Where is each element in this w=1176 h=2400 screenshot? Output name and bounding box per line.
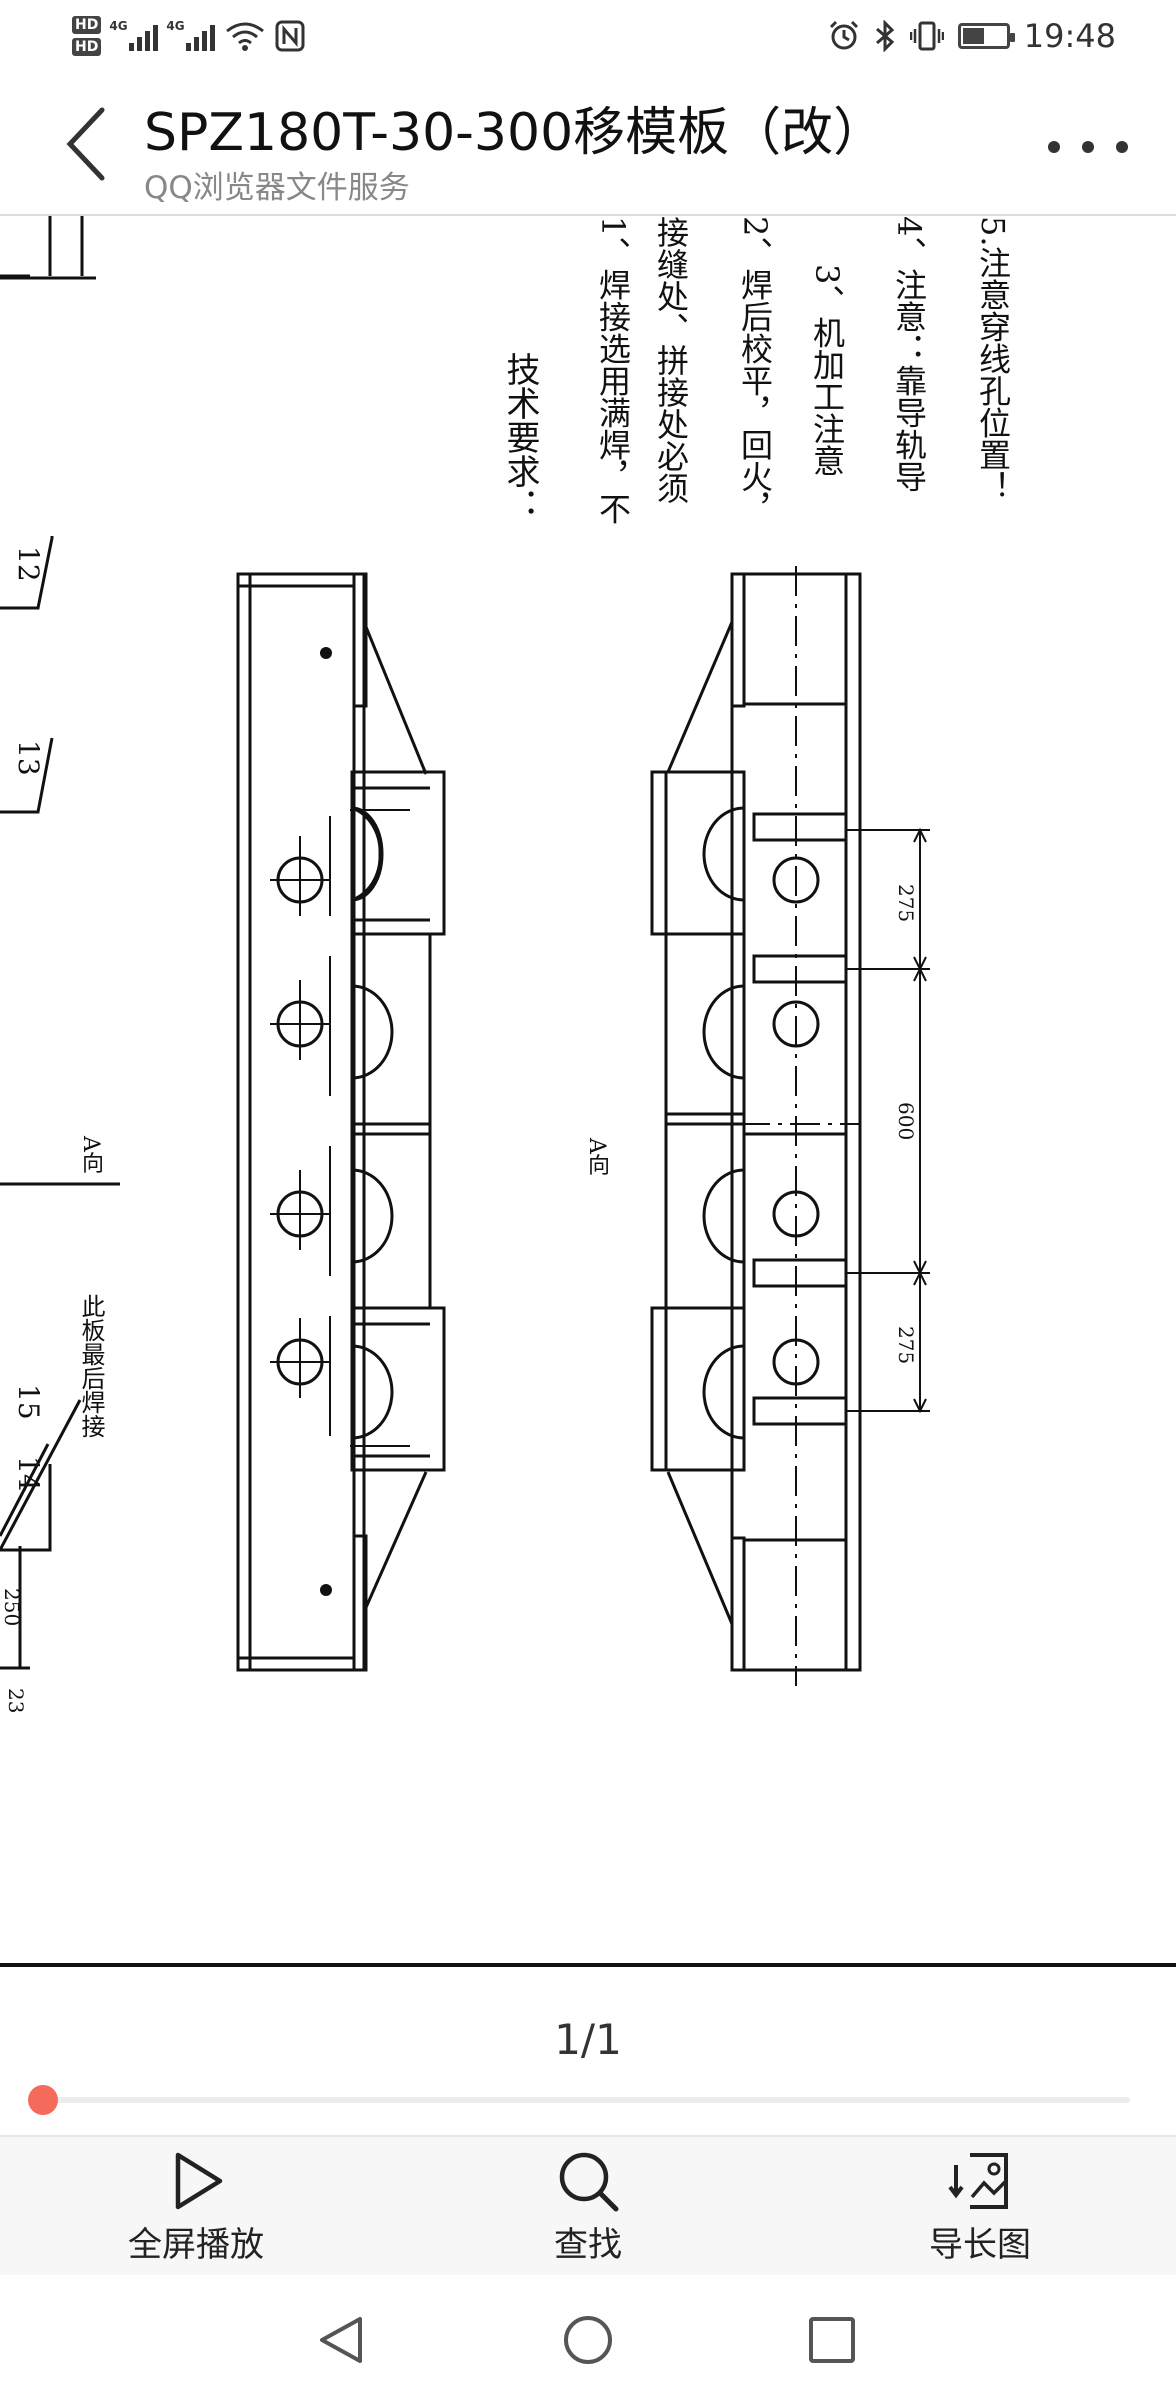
page-title: SPZ180T-30-300移模板（改） bbox=[144, 103, 886, 163]
document-viewer[interactable]: 技术要求： 1、焊接选用满焊，不 接缝处、拼接处必须 2、焊后校平，回火， 3、… bbox=[0, 216, 1176, 1966]
rivet-mark bbox=[320, 1584, 332, 1596]
alarm-icon bbox=[829, 20, 858, 50]
tech-line-2: 接缝处、拼接处必须 bbox=[652, 216, 690, 504]
vibrate-icon bbox=[909, 21, 944, 51]
more-dot-icon bbox=[1082, 141, 1094, 153]
battery-icon bbox=[957, 23, 1015, 49]
back-button[interactable] bbox=[56, 102, 120, 186]
status-bar: HD HD 4G 4G bbox=[0, 0, 1176, 72]
dim-600: 600 bbox=[894, 1102, 918, 1141]
status-left: HD HD 4G 4G bbox=[72, 16, 305, 56]
battery-fill bbox=[962, 28, 984, 44]
tech-line-1: 1、焊接选用满焊，不 bbox=[594, 216, 632, 525]
hd2-badge: HD bbox=[72, 38, 102, 56]
page-subtitle: QQ浏览器文件服务 bbox=[144, 170, 410, 206]
search-label: 查找 bbox=[554, 2225, 622, 2265]
export-long-image-label: 导长图 bbox=[929, 2225, 1031, 2265]
square-recents-icon bbox=[809, 2317, 855, 2363]
fullscreen-play-label: 全屏播放 bbox=[128, 2225, 264, 2265]
status-time: 19:48 bbox=[1023, 17, 1116, 55]
tech-line-5: 4、注意：靠导轨导 bbox=[890, 216, 928, 493]
page-slider-thumb[interactable] bbox=[28, 2085, 58, 2115]
pager: 1/1 bbox=[0, 1967, 1176, 2135]
dim-23: 23 bbox=[4, 1688, 28, 1714]
search-button[interactable]: 查找 bbox=[478, 2149, 698, 2269]
wifi-icon bbox=[226, 22, 265, 51]
system-nav-bar bbox=[0, 2275, 1176, 2400]
play-icon bbox=[175, 2152, 223, 2210]
hd-indicators: HD HD bbox=[72, 16, 102, 56]
more-dot-icon bbox=[1116, 141, 1128, 153]
dim-275-bottom: 275 bbox=[894, 1326, 918, 1365]
dim-275-top: 275 bbox=[894, 884, 918, 923]
circle-home-icon bbox=[564, 2316, 612, 2364]
note-last-weld: 此板最后焊接 bbox=[77, 1294, 105, 1438]
tech-line-4: 3、机加工注意 bbox=[808, 264, 846, 477]
nav-recents-button[interactable] bbox=[797, 2305, 867, 2375]
nav-home-button[interactable] bbox=[553, 2305, 623, 2375]
hd1-badge: HD bbox=[72, 16, 102, 34]
net1-label: 4G bbox=[109, 19, 128, 33]
signal-1-icon: 4G bbox=[109, 19, 159, 51]
tech-line-3: 2、焊后校平，回火， bbox=[736, 216, 774, 525]
more-button[interactable] bbox=[1048, 132, 1128, 162]
callout-15: 15 bbox=[12, 1384, 45, 1420]
rivet-mark bbox=[320, 647, 332, 659]
document-bottom-edge bbox=[0, 1963, 1176, 1967]
triangle-back-icon bbox=[320, 2317, 362, 2363]
chevron-left-icon bbox=[66, 107, 105, 181]
search-icon bbox=[559, 2152, 619, 2212]
callout-13: 13 bbox=[12, 740, 45, 776]
view-label-left: A向 bbox=[78, 1136, 103, 1174]
tech-line-6: 5.注意穿线孔位置！ bbox=[974, 216, 1012, 503]
view-label-right: A向 bbox=[584, 1138, 609, 1176]
bluetooth-icon bbox=[875, 20, 894, 52]
long-image-icon bbox=[948, 2153, 1008, 2209]
export-long-image-button[interactable]: 导长图 bbox=[870, 2149, 1090, 2269]
callout-14: 14 bbox=[12, 1456, 45, 1492]
fullscreen-play-button[interactable]: 全屏播放 bbox=[86, 2149, 306, 2269]
net2-label: 4G bbox=[166, 19, 185, 33]
technical-drawing bbox=[0, 216, 930, 1686]
tech-requirements-title: 技术要求： bbox=[500, 352, 540, 522]
bottom-toolbar: 全屏播放 查找 导长图 bbox=[0, 2135, 1176, 2275]
callout-12: 12 bbox=[12, 546, 45, 582]
page-indicator: 1/1 bbox=[554, 2015, 622, 2064]
nfc-icon bbox=[275, 20, 305, 52]
nav-back-button[interactable] bbox=[306, 2305, 376, 2375]
signal-2-icon: 4G bbox=[166, 19, 216, 51]
more-dot-icon bbox=[1048, 141, 1060, 153]
page-slider-track[interactable] bbox=[40, 2097, 1130, 2103]
title-bar: SPZ180T-30-300移模板（改） QQ浏览器文件服务 bbox=[0, 72, 1176, 216]
status-right: 19:48 bbox=[828, 17, 1116, 55]
dim-250: 250 bbox=[0, 1588, 24, 1627]
